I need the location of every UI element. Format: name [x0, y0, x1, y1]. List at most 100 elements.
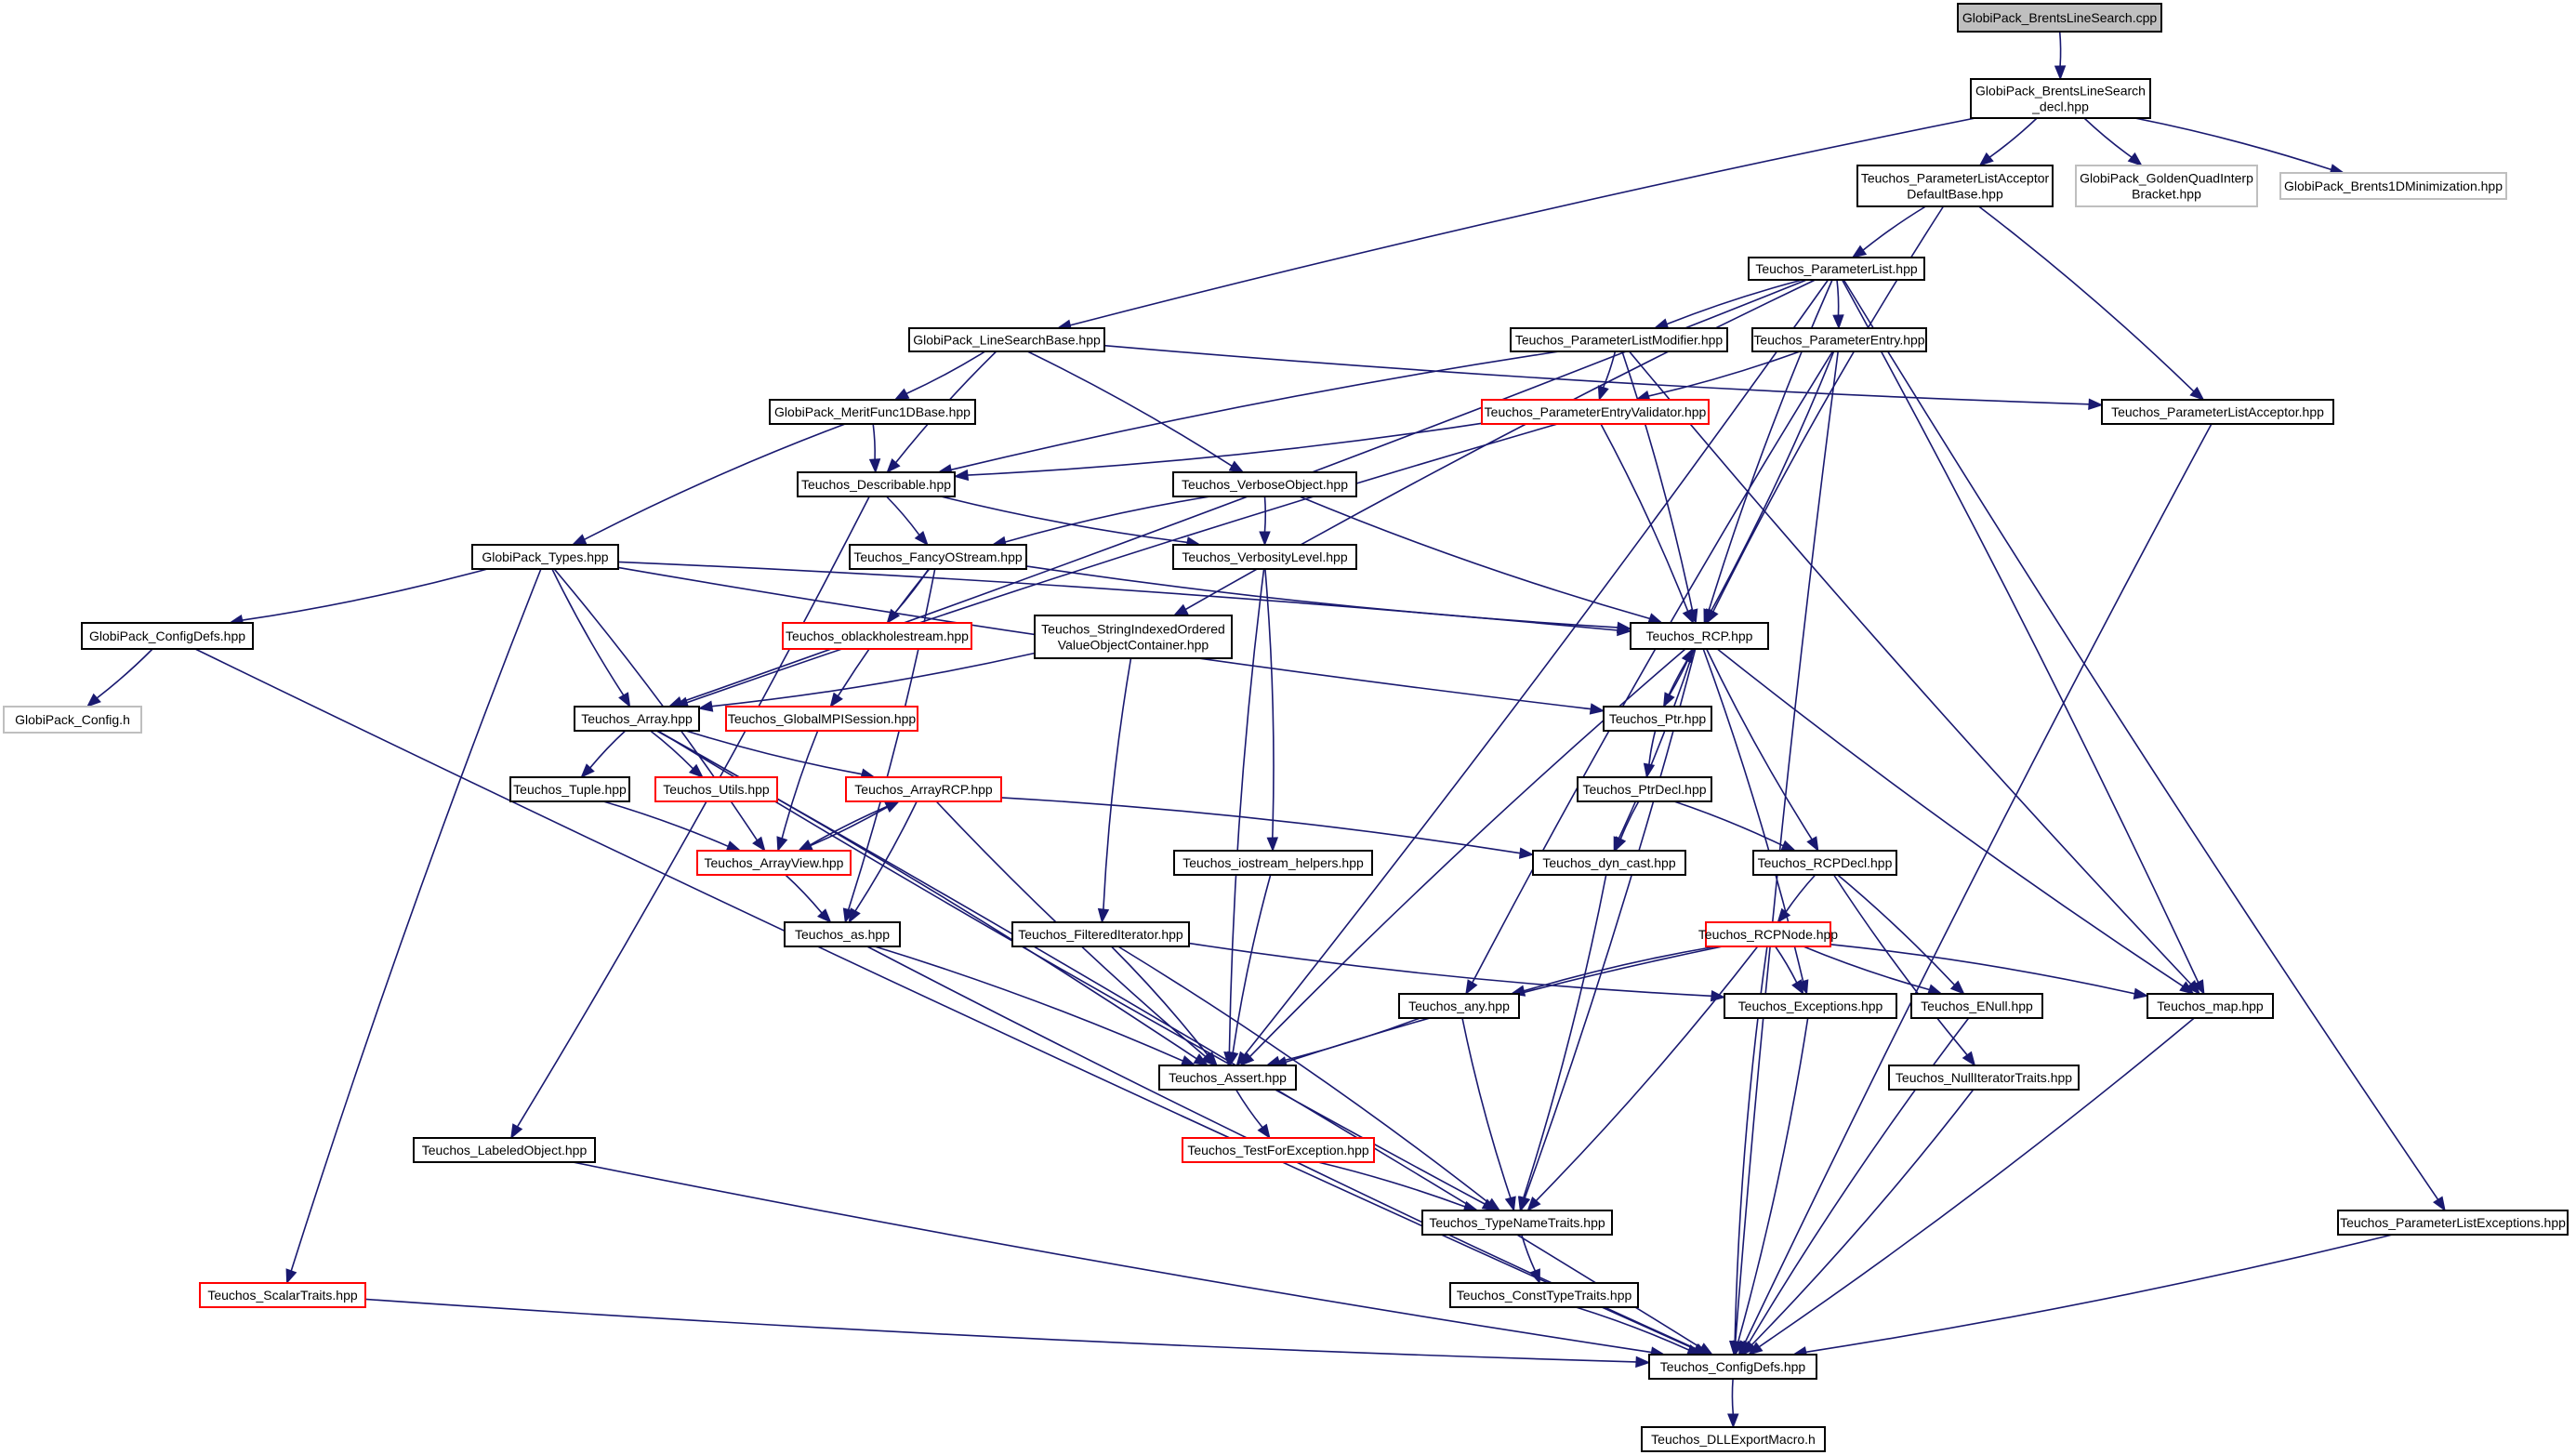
node-label: Teuchos_RCP.hpp [1646, 628, 1753, 643]
edge-arrowhead [1614, 836, 1627, 853]
node-oblackhole[interactable]: Teuchos_oblackholestream.hpp [782, 622, 972, 650]
edge-arrowhead [1978, 152, 1994, 166]
node-verboseObject[interactable]: Teuchos_VerboseObject.hpp [1172, 471, 1357, 497]
node-describable[interactable]: Teuchos_Describable.hpp [797, 471, 956, 497]
node-ptr[interactable]: Teuchos_Ptr.hpp [1603, 706, 1712, 732]
node-box [1173, 850, 1373, 876]
edge-line [1744, 423, 2213, 1343]
node-box [471, 544, 619, 570]
node-rcpDecl[interactable]: Teuchos_RCPDecl.hpp [1752, 850, 1897, 876]
edge-line [516, 496, 870, 1128]
node-rcp[interactable]: Teuchos_RCP.hpp [1630, 622, 1769, 650]
node-label: Teuchos_Describable.hpp [801, 477, 951, 492]
node-box [784, 921, 901, 947]
edge-array-to-arrayRCP [685, 730, 877, 780]
edge-plModifier-to-map [1628, 351, 2200, 996]
edge-decl-to-goldenQuad [2083, 117, 2143, 166]
edge-arrowhead [1257, 1123, 1271, 1140]
edge-arrowhead [2127, 152, 2143, 166]
edge-arrowhead [725, 840, 742, 852]
edge-scalarTraits-to-configDefs [364, 1298, 1651, 1369]
node-plModifier[interactable]: Teuchos_ParameterListModifier.hpp [1510, 327, 1728, 352]
node-constTypeTraits[interactable]: Teuchos_ConstTypeTraits.hpp [1449, 1282, 1639, 1308]
node-as[interactable]: Teuchos_as.hpp [784, 921, 901, 947]
node-label: Teuchos_RCPNode.hpp [1698, 927, 1838, 942]
node-box [1752, 850, 1897, 876]
node-box [1172, 471, 1357, 497]
edge-peValidator-to-rcp [1600, 423, 1695, 625]
node-array[interactable]: Teuchos_Array.hpp [574, 706, 700, 732]
node-label: Teuchos_VerbosityLevel.hpp [1182, 549, 1347, 564]
node-exceptions[interactable]: Teuchos_Exceptions.hpp [1724, 993, 1897, 1019]
node-box [1182, 1137, 1375, 1163]
edge-arrowhead [1172, 603, 1189, 616]
edge-exceptions-to-configDefs [1732, 1017, 1809, 1356]
node-dynCast[interactable]: Teuchos_dyn_cast.hpp [1532, 850, 1686, 876]
node-arrayView[interactable]: Teuchos_ArrayView.hpp [696, 850, 852, 876]
edge-line [1602, 351, 1617, 389]
node-brents1D[interactable]: GlobiPack_Brents1DMinimization.hpp [2279, 172, 2507, 200]
node-box [654, 776, 778, 802]
node-configDefs[interactable]: Teuchos_ConfigDefs.hpp [1648, 1354, 1817, 1380]
node-eNull[interactable]: Teuchos_ENull.hpp [1910, 993, 2043, 1019]
node-map[interactable]: Teuchos_map.hpp [2147, 993, 2274, 1019]
node-globalMPI[interactable]: Teuchos_GlobalMPISession.hpp [725, 706, 918, 732]
node-decl[interactable]: GlobiPack_BrentsLineSearch_decl.hpp [1970, 78, 2151, 119]
node-verbosityLevel[interactable]: Teuchos_VerbosityLevel.hpp [1172, 544, 1357, 570]
node-tuple[interactable]: Teuchos_Tuple.hpp [509, 776, 630, 802]
edge-arrowhead [1682, 608, 1695, 625]
node-labeledObject[interactable]: Teuchos_LabeledObject.hpp [413, 1137, 596, 1163]
node-ptrDecl[interactable]: Teuchos_PtrDecl.hpp [1577, 776, 1712, 802]
node-label: Teuchos_ParameterListAcceptor.hpp [2111, 404, 2324, 419]
node-nullIter[interactable]: Teuchos_NullIteratorTraits.hpp [1888, 1065, 2080, 1091]
node-strIndexed[interactable]: Teuchos_StringIndexedOrderedValueObjectC… [1034, 615, 1233, 659]
node-scalarTraits[interactable]: Teuchos_ScalarTraits.hpp [199, 1282, 366, 1308]
edge-paramList-to-map [1841, 279, 2205, 996]
edge-line [2134, 117, 2332, 171]
node-any[interactable]: Teuchos_any.hpp [1398, 993, 1520, 1019]
edge-line [1805, 1234, 2393, 1354]
node-gpConfig[interactable]: GlobiPack_Config.h [3, 706, 142, 734]
edge-line [1005, 496, 1211, 543]
node-root[interactable]: GlobiPack_BrentsLineSearch.cpp [1957, 3, 2162, 33]
node-box [1724, 993, 1897, 1019]
edge-arrowhead [1259, 531, 1271, 547]
node-arrayRCP[interactable]: Teuchos_ArrayRCP.hpp [845, 776, 1002, 802]
edge-line [781, 730, 819, 839]
edge-arrowhead [1228, 460, 1245, 473]
edge-arrowhead [2192, 979, 2205, 996]
node-typeNameTraits[interactable]: Teuchos_TypeNameTraits.hpp [1421, 1210, 1613, 1236]
edge-arrowhead [2133, 987, 2149, 999]
node-plExceptions[interactable]: Teuchos_ParameterListExceptions.hpp [2337, 1210, 2569, 1236]
edge-line [1263, 496, 1267, 533]
node-filteredIter[interactable]: Teuchos_FilteredIterator.hpp [1011, 921, 1190, 947]
node-plAcceptorDefault[interactable]: Teuchos_ParameterListAcceptorDefaultBase… [1856, 165, 2054, 207]
node-utils[interactable]: Teuchos_Utils.hpp [654, 776, 778, 802]
edge-line [1600, 423, 1689, 612]
node-label: Teuchos_DLLExportMacro.h [1651, 1432, 1816, 1447]
node-iostreamHelpers[interactable]: Teuchos_iostream_helpers.hpp [1173, 850, 1373, 876]
node-types[interactable]: GlobiPack_Types.hpp [471, 544, 619, 570]
node-label: _decl.hpp [2031, 99, 2089, 114]
node-fancyOStream[interactable]: Teuchos_FancyOStream.hpp [849, 544, 1027, 570]
node-lineSearchBase[interactable]: GlobiPack_LineSearchBase.hpp [908, 327, 1105, 352]
node-plAcceptor[interactable]: Teuchos_ParameterListAcceptor.hpp [2101, 399, 2334, 425]
node-dllExport[interactable]: Teuchos_DLLExportMacro.h [1641, 1426, 1826, 1452]
node-assert[interactable]: Teuchos_Assert.hpp [1158, 1065, 1297, 1091]
node-label: Teuchos_ParameterEntryValidator.hpp [1485, 404, 1707, 419]
node-testForException[interactable]: Teuchos_TestForException.hpp [1182, 1137, 1375, 1163]
node-paramList[interactable]: Teuchos_ParameterList.hpp [1748, 257, 1925, 281]
edge-line [364, 1298, 1637, 1363]
node-box [1034, 615, 1233, 659]
node-meritFunc[interactable]: GlobiPack_MeritFunc1DBase.hpp [769, 399, 976, 425]
node-box [1630, 622, 1769, 650]
edge-arrowhead [1949, 980, 1965, 995]
node-paramEntry[interactable]: Teuchos_ParameterEntry.hpp [1751, 327, 1927, 352]
edge-arrowhead [1742, 1340, 1757, 1356]
node-configDefsGP[interactable]: GlobiPack_ConfigDefs.hpp [81, 622, 254, 650]
edge-line [1988, 117, 2038, 158]
edge-line [798, 806, 888, 852]
node-peValidator[interactable]: Teuchos_ParameterEntryValidator.hpp [1481, 399, 1710, 425]
node-rcpNode[interactable]: Teuchos_RCPNode.hpp [1698, 921, 1838, 947]
